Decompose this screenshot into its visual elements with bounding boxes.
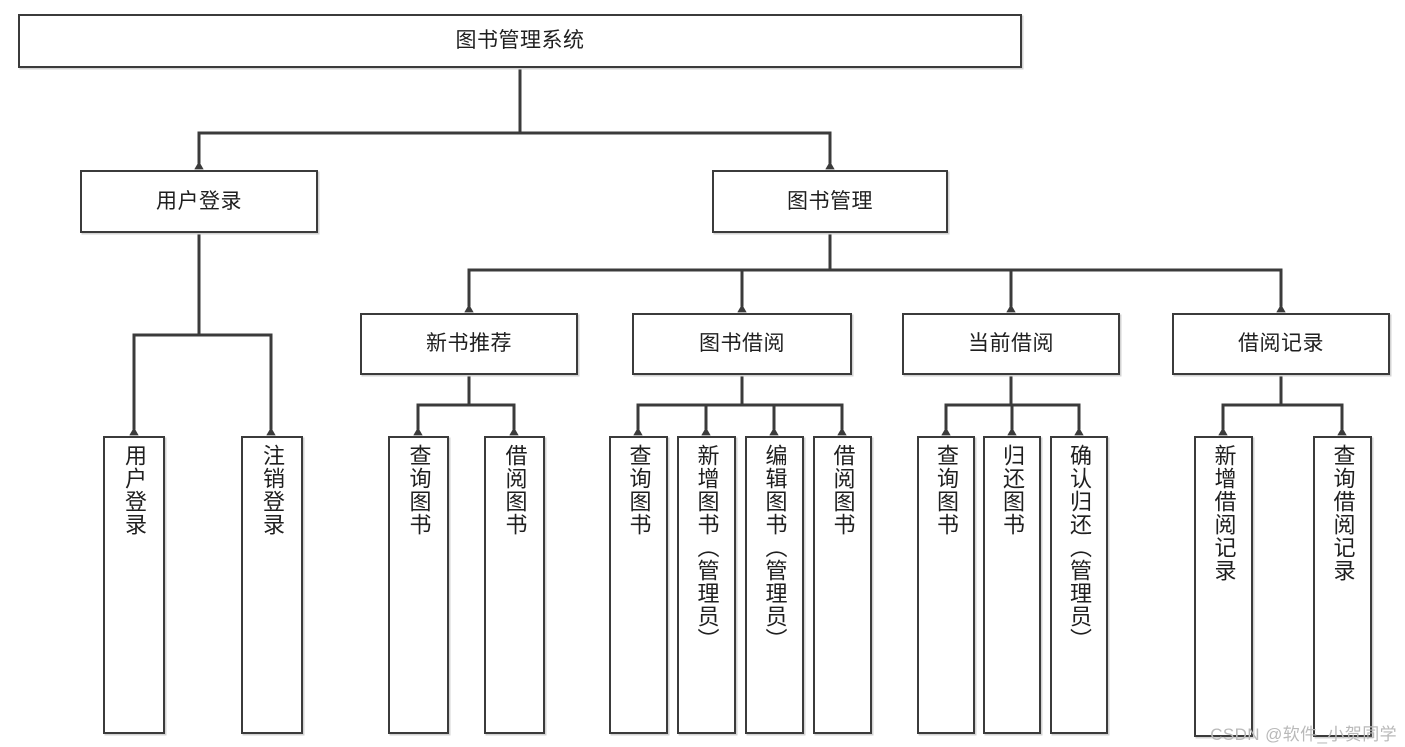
node-new-book-recommend-label: 新书推荐 [426,332,512,356]
node-leaf-confirm-return[interactable]: 确认归还（管理员） [1050,436,1108,734]
node-book-borrow[interactable]: 图书借阅 [632,313,852,375]
node-user-login-label: 用户登录 [156,189,242,213]
node-book-borrow-label: 图书借阅 [699,332,785,356]
node-leaf-add-record-label: 新增借阅记录 [1211,444,1237,582]
node-leaf-borrow-book-2[interactable]: 借阅图书 [813,436,872,734]
node-leaf-return-book[interactable]: 归还图书 [983,436,1041,734]
node-leaf-confirm-return-label: 确认归还（管理员） [1066,444,1092,651]
node-borrow-record[interactable]: 借阅记录 [1172,313,1390,375]
node-leaf-borrow-book-2-label: 借阅图书 [830,444,856,536]
node-leaf-query-book-1[interactable]: 查询图书 [388,436,449,734]
node-root[interactable]: 图书管理系统 [18,14,1022,68]
node-leaf-add-book-label: 新增图书（管理员） [694,444,720,651]
node-book-manage-label: 图书管理 [787,189,873,213]
node-user-login[interactable]: 用户登录 [80,170,318,233]
node-leaf-logout[interactable]: 注销登录 [241,436,303,734]
node-book-manage[interactable]: 图书管理 [712,170,948,233]
node-leaf-user-login[interactable]: 用户登录 [103,436,165,734]
node-leaf-borrow-book-1[interactable]: 借阅图书 [484,436,545,734]
node-leaf-edit-book-label: 编辑图书（管理员） [762,444,788,651]
node-leaf-query-book-3-label: 查询图书 [933,444,959,536]
node-root-label: 图书管理系统 [455,29,585,53]
node-leaf-query-book-2[interactable]: 查询图书 [609,436,668,734]
node-current-borrow-label: 当前借阅 [968,332,1054,356]
node-leaf-add-record[interactable]: 新增借阅记录 [1194,436,1253,737]
node-leaf-return-book-label: 归还图书 [999,444,1025,536]
node-leaf-query-book-3[interactable]: 查询图书 [917,436,975,734]
node-leaf-query-record-label: 查询借阅记录 [1330,444,1356,582]
node-leaf-query-record[interactable]: 查询借阅记录 [1313,436,1372,737]
node-current-borrow[interactable]: 当前借阅 [902,313,1120,375]
node-leaf-borrow-book-1-label: 借阅图书 [502,444,528,536]
node-leaf-query-book-2-label: 查询图书 [626,444,652,536]
node-borrow-record-label: 借阅记录 [1238,332,1324,356]
node-leaf-edit-book[interactable]: 编辑图书（管理员） [745,436,804,734]
node-leaf-logout-label: 注销登录 [259,444,285,536]
node-new-book-recommend[interactable]: 新书推荐 [360,313,578,375]
node-leaf-query-book-1-label: 查询图书 [406,444,432,536]
node-leaf-user-login-label: 用户登录 [121,444,147,536]
node-leaf-add-book[interactable]: 新增图书（管理员） [677,436,736,734]
